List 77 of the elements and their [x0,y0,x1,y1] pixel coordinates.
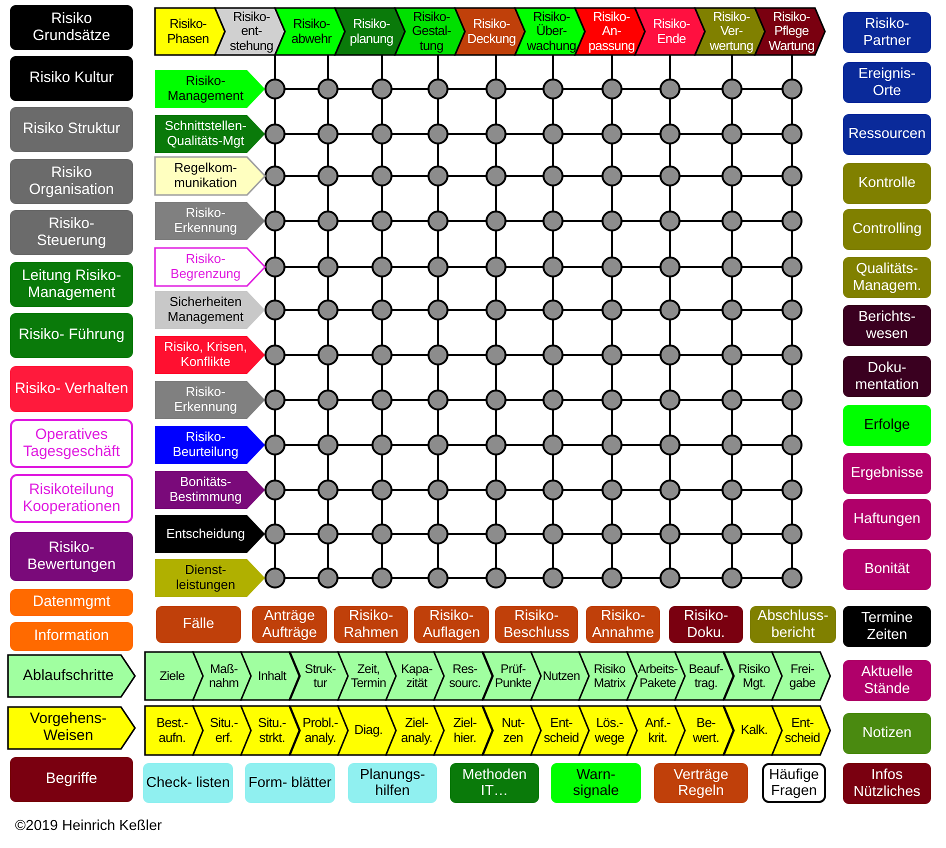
chevron-step: Ziel- hier. [434,706,492,755]
topic-card: Planungs- hilfen [348,763,437,803]
topic-card: Operatives Tagesgeschäft [10,419,133,468]
arrow-label: Entscheidung [155,515,265,553]
topic-card: Kontrolle [843,163,931,204]
topic-card: Risiko- Führung [10,313,133,358]
chevron-step: Ziele [145,652,204,700]
arrow-label: Risiko, Krisen, Konflikte [155,336,265,374]
topic-card: Risiko Grundsätze [10,5,133,50]
topic-card: Infos Nützliches [843,763,931,804]
topic-card: Abschluss- bericht [750,606,836,643]
topic-card: Qualitäts- Managem. [843,257,931,298]
topic-card: Risiko- Bewertungen [10,532,133,581]
chevron-step: Ent- scheid [772,706,830,755]
chevron-step: Be- wert. [675,706,734,755]
topic-card: Risiko- Annahme [586,606,660,643]
topic-card: Bonität [843,549,931,590]
topic-card: Risiko- Beschluss [495,606,578,643]
topic-card: Notizen [843,713,931,754]
topic-card: Risiko- Verhalten [10,366,133,412]
topic-card: Risiko- Doku. [669,606,743,643]
arrow-label: Vorgehens- Weisen [8,707,135,749]
topic-card: Haftungen [843,499,931,540]
arrow-label: Risiko- Management [155,70,265,108]
topic-card: Ressourcen [843,114,931,155]
topic-card: Controlling [843,209,931,250]
topic-card: Information [10,622,133,651]
chevron-step: Risiko- Phasen [155,8,225,55]
topic-card: Verträge Regeln [654,763,748,803]
topic-card: Ereignis- Orte [843,62,931,103]
topic-card: Risiko Kultur [10,56,133,101]
topic-card: Ergebnisse [843,453,931,494]
topic-card: Begriffe [10,757,133,802]
topic-card: Warn- signale [551,763,641,803]
topic-card: Risiko Struktur [10,107,133,152]
topic-card: Fälle [156,606,241,643]
arrow-label: Ablaufschritte [8,655,135,697]
arrow-label: Risiko- Erkennung [155,202,265,240]
arrow-label: Sicherheiten Management [155,291,265,329]
topic-card: Risiko Organisation [10,159,133,204]
chevron-step: Nut- zen [482,706,541,755]
arrow-label: Dienst- leistungen [155,559,265,597]
arrow-label: Risiko- Begrenzung [155,248,265,286]
chevron-step: Nutzen [530,652,589,700]
chevron-step: Inhalt [241,652,300,700]
topic-card: Check- listen [143,763,233,803]
arrow-label: Bonitäts- Bestimmung [155,471,265,509]
topic-card: Risiko- Partner [843,12,931,53]
chevron-step: Frei- gabe [772,652,830,700]
chevron-step: Anf.- krit. [627,706,686,755]
topic-card: Risiko- Auflagen [414,606,489,643]
topic-card: Risiko- Rahmen [334,606,408,643]
topic-card: Risikoteilung Kooperationen [10,474,133,523]
topic-card: Berichts- wesen [843,305,931,346]
arrow-label: Regelkom- munikation [155,157,265,195]
topic-card: Methoden IT… [450,763,539,803]
chevron-step: Kalk. [724,706,782,755]
topic-card: Form- blätter [245,763,335,803]
topic-card: Häufige Fragen [762,763,826,803]
chevron-step: Situ.- erf. [193,706,252,755]
arrow-label: Risiko- Beurteilung [155,426,265,464]
topic-card: Leitung Risiko- Management [10,262,133,307]
chevron-step: Risiko- Pflege Wartung [755,8,825,55]
topic-card: Termine Zeiten [843,606,931,647]
chevron-step: Best.- aufn. [145,706,204,755]
topic-card: Datenmgmt [10,589,133,616]
copyright-text: ©2019 Heinrich Keßler [15,818,162,834]
chevron-step: Situ.- strkt. [241,706,300,755]
topic-card: Erfolge [843,405,931,446]
topic-card: Aktuelle Stände [843,660,931,701]
arrow-label: Schnittstellen- Qualitäts-Mgt [155,115,265,153]
topic-card: Risiko- Steuerung [10,210,133,255]
chevron-step: Diag. [338,706,396,755]
chevron-step: Res- sourc. [434,652,492,700]
topic-card: Anträge Aufträge [252,606,327,643]
topic-card: Doku- mentation [843,356,931,397]
arrow-label: Risiko- Erkennung [155,381,265,419]
